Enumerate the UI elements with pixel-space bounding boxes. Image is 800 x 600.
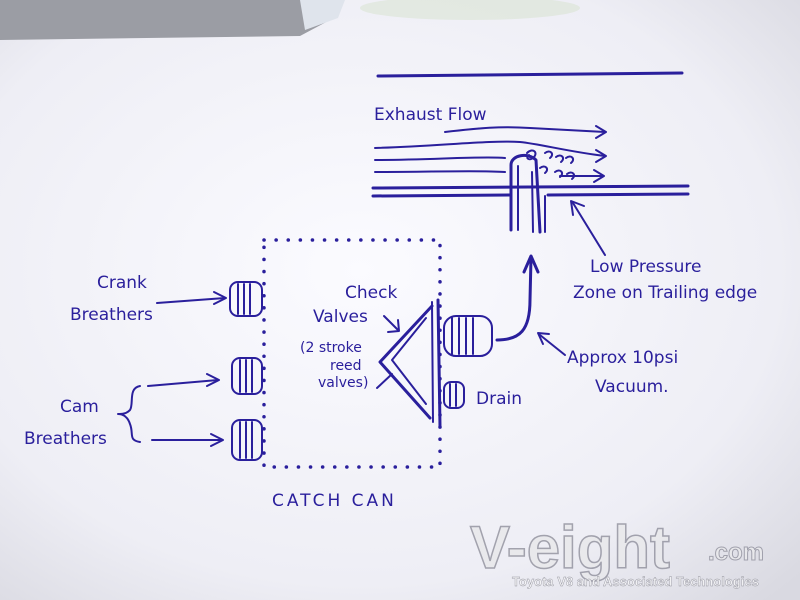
reed-label-3: valves)	[318, 375, 368, 391]
turbulence-curl-3	[555, 154, 565, 163]
flow-line-1	[444, 126, 606, 133]
drain-fitting	[443, 381, 465, 409]
flow-arrow-2	[595, 149, 607, 163]
crank-label-1: Crank	[97, 273, 147, 293]
check-valve-arrowhead	[387, 319, 400, 333]
watermark-domain: .com	[708, 539, 764, 566]
reed-arrow	[376, 373, 393, 389]
crank-label-2: Breathers	[70, 305, 153, 325]
outlet-fitting	[443, 315, 493, 357]
cam-arrowhead-1	[206, 373, 220, 387]
crank-arrow	[156, 297, 226, 304]
flow-arrow-5	[593, 169, 605, 183]
exhaust-pipe-top-wall	[376, 71, 684, 78]
check-valve-arrow	[383, 315, 399, 331]
cam-arrow-1	[147, 379, 219, 387]
turbulence-curl-2	[544, 150, 554, 159]
low-pressure-arrow	[572, 202, 606, 256]
crank-breather-fitting	[229, 281, 263, 317]
cam-label-1: Cam	[60, 397, 99, 417]
vacuum-arrow	[539, 334, 566, 356]
turbulence-curl-5	[539, 165, 549, 174]
paper-texture	[360, 0, 580, 20]
outlet-to-pipe-arrow	[495, 256, 533, 342]
reed-valve-inner	[391, 317, 427, 405]
turbulence-curl-6	[554, 169, 564, 178]
flow-line-3	[374, 156, 506, 161]
valve-plate	[436, 298, 442, 428]
background-corner	[0, 0, 340, 40]
drain-label: Drain	[476, 389, 522, 409]
envelope-flap	[300, 0, 345, 30]
exhaust-pipe-bottom-wall-right	[546, 192, 690, 197]
watermark-logo-text: V-eight	[470, 514, 670, 581]
outlet-arrowhead	[522, 254, 540, 274]
cam-arrowhead-2	[210, 433, 224, 447]
crank-arrowhead	[213, 291, 227, 305]
flow-arrow-1	[595, 125, 607, 139]
low-pressure-label-1: Low Pressure	[590, 257, 701, 277]
low-pressure-arrowhead	[570, 200, 585, 216]
check-label-2: Valves	[313, 307, 368, 327]
check-label-1: Check	[345, 283, 397, 303]
reed-valve	[378, 304, 434, 420]
reed-label-2: reed	[330, 358, 362, 374]
catch-can-label: CATCH CAN	[272, 491, 397, 511]
watermark-logo: V-eight .com Toyota V8 and Associated Te…	[469, 513, 764, 589]
turbulence-curl-7	[566, 171, 576, 180]
exhaust-pipe-bottom-wall-bottom	[371, 193, 512, 198]
vacuum-label-2: Vacuum.	[595, 377, 669, 397]
flow-line-4	[374, 170, 506, 173]
reed-label-1: (2 stroke	[300, 340, 362, 356]
pickup-tube-inner-right	[531, 171, 534, 233]
pickup-tube	[509, 153, 542, 234]
vacuum-arrowhead	[537, 332, 550, 345]
valve-plate-edge	[431, 301, 434, 423]
cam-label-2: Breathers	[24, 429, 107, 449]
exhaust-pipe-bottom-wall-top	[371, 184, 690, 190]
flow-line-2	[374, 140, 606, 157]
cam-brace	[117, 385, 141, 443]
cam-breather-fitting-1	[231, 357, 263, 395]
low-pressure-label-2: Zone on Trailing edge	[573, 283, 757, 303]
turbulence-curl-4	[565, 155, 575, 164]
cam-breather-fitting-2	[231, 419, 263, 461]
vacuum-label-1: Approx 10psi	[567, 348, 678, 368]
exhaust-flow-label: Exhaust Flow	[374, 105, 487, 125]
watermark-tagline: Toyota V8 and Associated Technologies	[512, 574, 759, 589]
